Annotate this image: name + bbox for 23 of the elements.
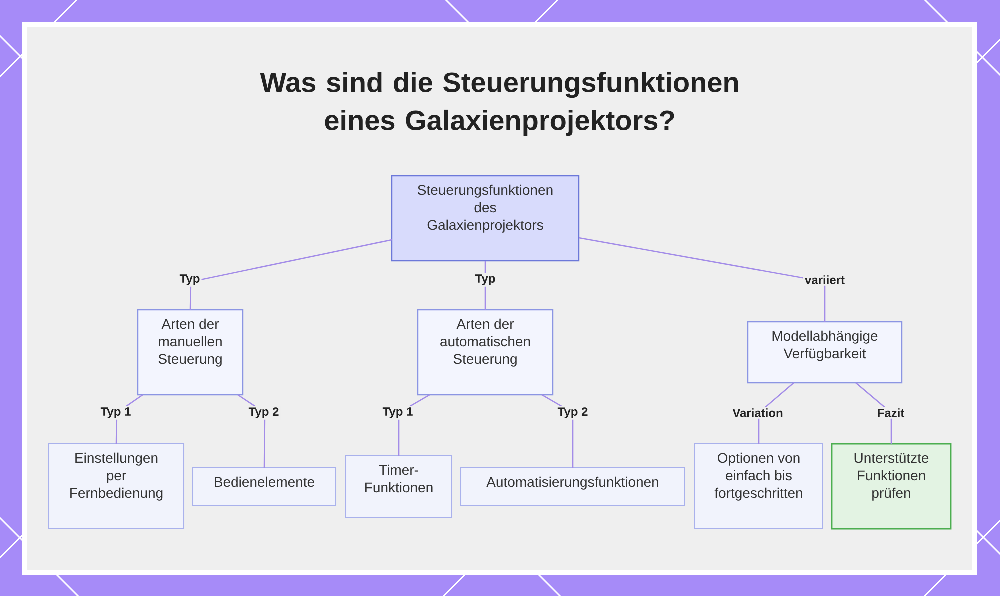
edge-label: Fazit <box>876 407 906 419</box>
conclusion-box: Unterstützte Funktionen prüfen <box>831 443 952 530</box>
category-box: Arten der manuellen Steuerung <box>137 309 244 396</box>
edge-label: Typ <box>474 273 498 287</box>
edge-label: Typ 1 <box>99 406 133 420</box>
detail-box: Timer-Funktionen <box>346 456 452 518</box>
edge-label: variiert <box>804 274 847 286</box>
detail-box: Einstellungen per Fernbedienung <box>48 444 184 530</box>
edge-label: Typ 2 <box>247 406 281 420</box>
edge-label: Typ 1 <box>381 406 415 420</box>
edge-label: Typ <box>178 273 202 287</box>
detail-box: Bedienelemente <box>192 468 336 506</box>
detail-box: Automatisierungsfunktionen <box>460 468 686 506</box>
title: Was sind die Steuerungsfunktionen eines Galaxienprojektors? <box>260 72 738 136</box>
edge-label: Typ 2 <box>556 406 590 420</box>
connector-line <box>484 261 486 310</box>
connector-line <box>578 237 826 322</box>
category-box: Modellabhängige Verfügbarkeit <box>747 321 903 384</box>
topic-box: Steuerungsfunktionen des Galaxienprojektors <box>391 175 580 262</box>
detail-box: Optionen von einfach bis fortgeschritten <box>694 444 824 530</box>
category-box: Arten der automatischen Steuerung <box>417 309 554 396</box>
edge-label: Variation <box>731 407 785 419</box>
connector-line <box>190 239 392 310</box>
